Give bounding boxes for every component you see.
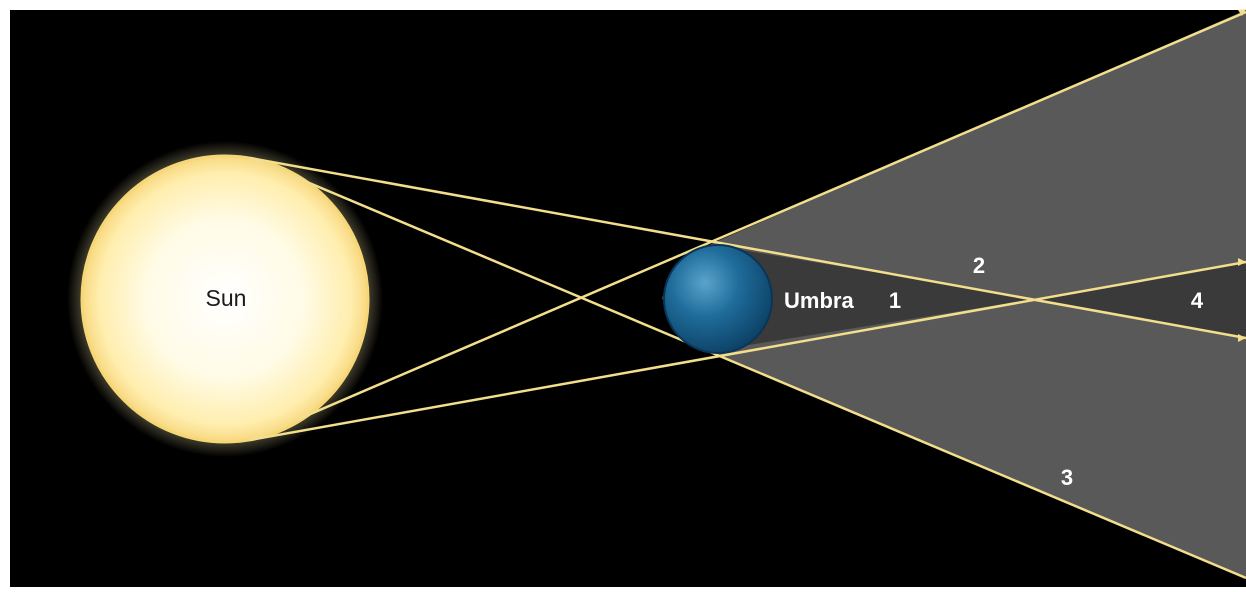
ray-bottom-inner <box>249 10 1246 442</box>
sun-label: Sun <box>206 285 247 311</box>
arrowhead-upper-mid <box>1238 258 1246 266</box>
ray-arrowheads <box>1238 9 1246 342</box>
sun <box>80 154 370 444</box>
umbra-label: Umbra <box>784 288 854 313</box>
umbra-region <box>718 246 1035 350</box>
antumbra-region <box>1035 262 1246 338</box>
ray-bottom-outer <box>249 260 1246 442</box>
region-4-label: 4 <box>1191 288 1204 313</box>
region-3-label: 3 <box>1061 465 1073 490</box>
region-2-label: 2 <box>973 253 985 278</box>
ray-top-inner <box>249 156 1246 580</box>
arrowhead-lower-mid <box>1238 334 1246 342</box>
light-rays <box>249 10 1246 580</box>
region-1-label: 1 <box>889 288 901 313</box>
earth <box>663 244 773 354</box>
ray-top-outer <box>249 156 1246 340</box>
arrowhead-top <box>1238 9 1246 16</box>
